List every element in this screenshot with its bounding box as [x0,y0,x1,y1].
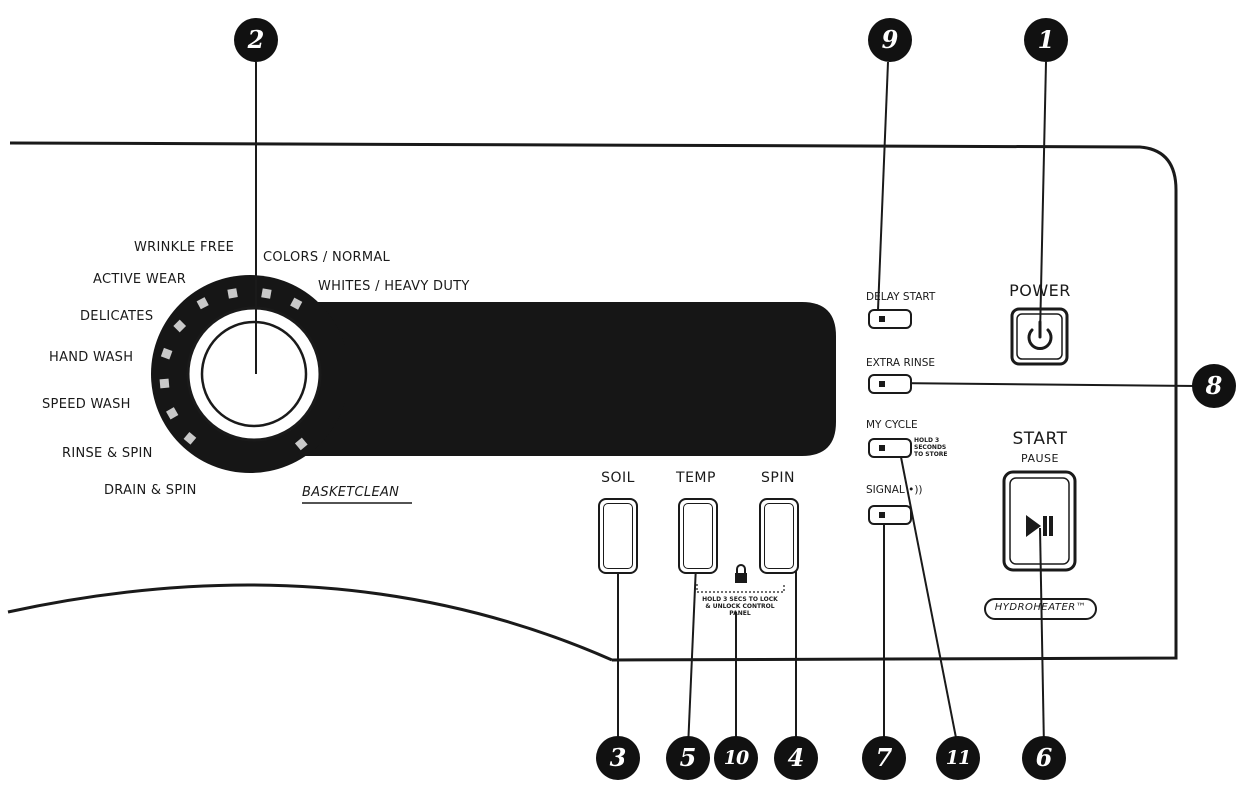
callout-6: 6 [1022,736,1066,780]
panel-outline [9,141,1178,662]
cycle-whites-heavy-duty: WHITES / HEAVY DUTY [318,279,470,294]
sound-icon: •)) [904,484,923,496]
extra-rinse-button[interactable] [868,374,912,394]
start-label: START [1012,429,1068,449]
callout-4: 4 [774,736,818,780]
callout-9: 9 [868,18,912,62]
signal-indicator [879,512,885,518]
my-cycle-indicator [879,445,885,451]
callout-1: 1 [1024,18,1068,62]
signal-label: SIGNAL •)) [866,484,923,496]
delay-start-indicator [879,316,885,322]
play-pause-icon [1026,515,1053,537]
callout-2: 2 [234,18,278,62]
signal-label-text: SIGNAL [866,484,905,496]
cycle-speed-wash: SPEED WASH [42,397,131,412]
cycle-indicator-lights [159,288,308,451]
start-pause-button-frame [1002,470,1077,572]
cycle-active-wear: ACTIVE WEAR [93,272,187,287]
soil-button[interactable] [598,498,638,574]
callout-7: 7 [862,736,906,780]
cycle-colors-normal: COLORS / NORMAL [263,250,391,265]
lock-icon [735,564,747,583]
panel-lower-curve [7,583,613,662]
cycle-basket-clean: BASKETCLEAN [302,485,400,500]
delay-start-button[interactable] [868,309,912,329]
lock-hint: HOLD 3 SECS TO LOCK & UNLOCK CONTROL PAN… [702,596,778,617]
cycle-hand-wash: HAND WASH [49,350,134,365]
cycle-drain-spin: DRAIN & SPIN [104,483,197,498]
extra-rinse-label: EXTRA RINSE [866,357,935,369]
hydroheater-label: HYDROHEATER™ [994,602,1087,613]
callout-3: 3 [596,736,640,780]
temp-label: TEMP [676,470,716,486]
extra-rinse-indicator [879,381,885,387]
callout-10: 10 [714,736,758,780]
start-pause-button[interactable] [1004,472,1075,570]
my-cycle-button[interactable] [868,438,912,458]
callout-8: 8 [1192,364,1236,408]
cycle-rinse-spin: RINSE & SPIN [62,446,153,461]
display-window [255,302,836,456]
my-cycle-hint: HOLD 3 SECONDS TO STORE [914,437,948,458]
spin-label: SPIN [761,470,795,486]
power-button[interactable] [1012,309,1067,364]
my-cycle-label: MY CYCLE [866,419,918,431]
spin-button[interactable] [759,498,799,574]
pause-label: PAUSE [1021,452,1059,465]
callout-11: 11 [936,736,980,780]
leader-lines [255,61,1197,749]
soil-label: SOIL [601,470,635,486]
power-label: POWER [1009,281,1071,300]
signal-button[interactable] [868,505,912,525]
delay-start-label: DELAY START [866,291,936,303]
temp-button[interactable] [678,498,718,574]
callout-5: 5 [666,736,710,780]
cycle-wrinkle-free: WRINKLE FREE [134,240,235,255]
cycle-delicates: DELICATES [80,309,154,324]
